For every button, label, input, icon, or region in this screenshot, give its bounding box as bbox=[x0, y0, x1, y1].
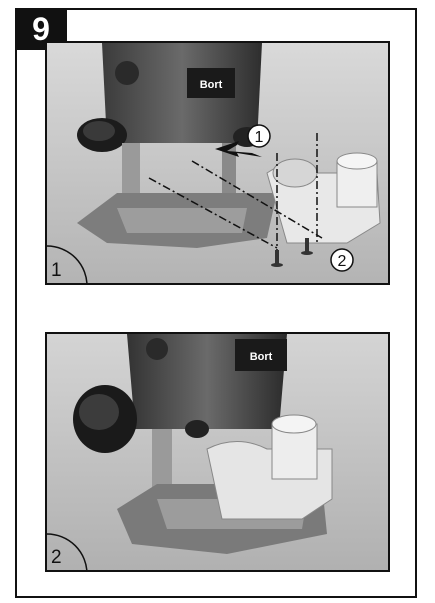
panel-corner-label: 1 bbox=[51, 260, 62, 281]
illustration-panel-1: Bort 1 2 bbox=[45, 41, 390, 285]
corner-arc bbox=[47, 533, 88, 570]
step-number-badge: 9 bbox=[15, 8, 67, 50]
logo-plate bbox=[235, 339, 287, 371]
direction-arrow bbox=[215, 141, 262, 157]
brand-logo: Bort bbox=[250, 351, 273, 363]
callout-2: 2 bbox=[338, 253, 347, 270]
brand-logo: Bort bbox=[200, 79, 223, 91]
illustration-panel-2: Bort 2 bbox=[45, 332, 390, 572]
router-assembled-illustration: Bort bbox=[47, 334, 388, 570]
router-installation-illustration: Bort 1 2 bbox=[47, 43, 388, 283]
corner-arc bbox=[47, 245, 88, 283]
callout-1: 1 bbox=[255, 129, 264, 146]
logo-plate bbox=[187, 68, 235, 98]
panel-corner-label: 2 bbox=[51, 547, 62, 568]
motor-housing bbox=[102, 43, 262, 143]
callout-circle-2 bbox=[330, 248, 354, 272]
callout-circle-1 bbox=[247, 124, 271, 148]
